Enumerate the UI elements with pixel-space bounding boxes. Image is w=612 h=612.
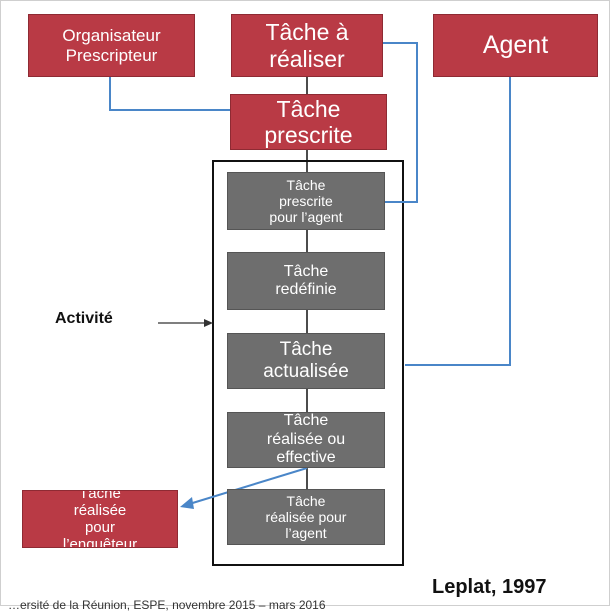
tache-realisee-effective-box: Tâche réalisée ou effective (227, 412, 385, 468)
tache-prescrite-box: Tâche prescrite (230, 94, 387, 150)
enqueteur-connector (185, 467, 308, 506)
tache-actualisee-box: Tâche actualisée (227, 333, 385, 389)
tache-prescrite-agent-box: Tâche prescrite pour l’agent (227, 172, 385, 230)
tache-realiser-connector (383, 42, 418, 203)
footer-text: …ersité de la Réunion, ESPE, novembre 20… (8, 598, 326, 612)
agent-box: Agent (433, 14, 598, 77)
organisateur-prescripteur-box: Organisateur Prescripteur (28, 14, 195, 77)
activite-arrowhead (204, 319, 213, 327)
tache-redefinie-box: Tâche redéfinie (227, 252, 385, 310)
agent-connector (405, 77, 511, 366)
citation-label: Leplat, 1997 (432, 576, 547, 598)
tache-a-realiser-box: Tâche à réaliser (231, 14, 383, 77)
tache-realisee-enqueteur-box: Tâche réalisée pour l’enquêteur (22, 490, 178, 548)
organisateur-connector (109, 77, 230, 111)
enqueteur-arrowhead (180, 497, 194, 509)
activity-bracket-box (212, 160, 404, 566)
tache-realisee-agent-box: Tâche réalisée pour l’agent (227, 489, 385, 545)
activite-label: Activité (55, 310, 113, 327)
